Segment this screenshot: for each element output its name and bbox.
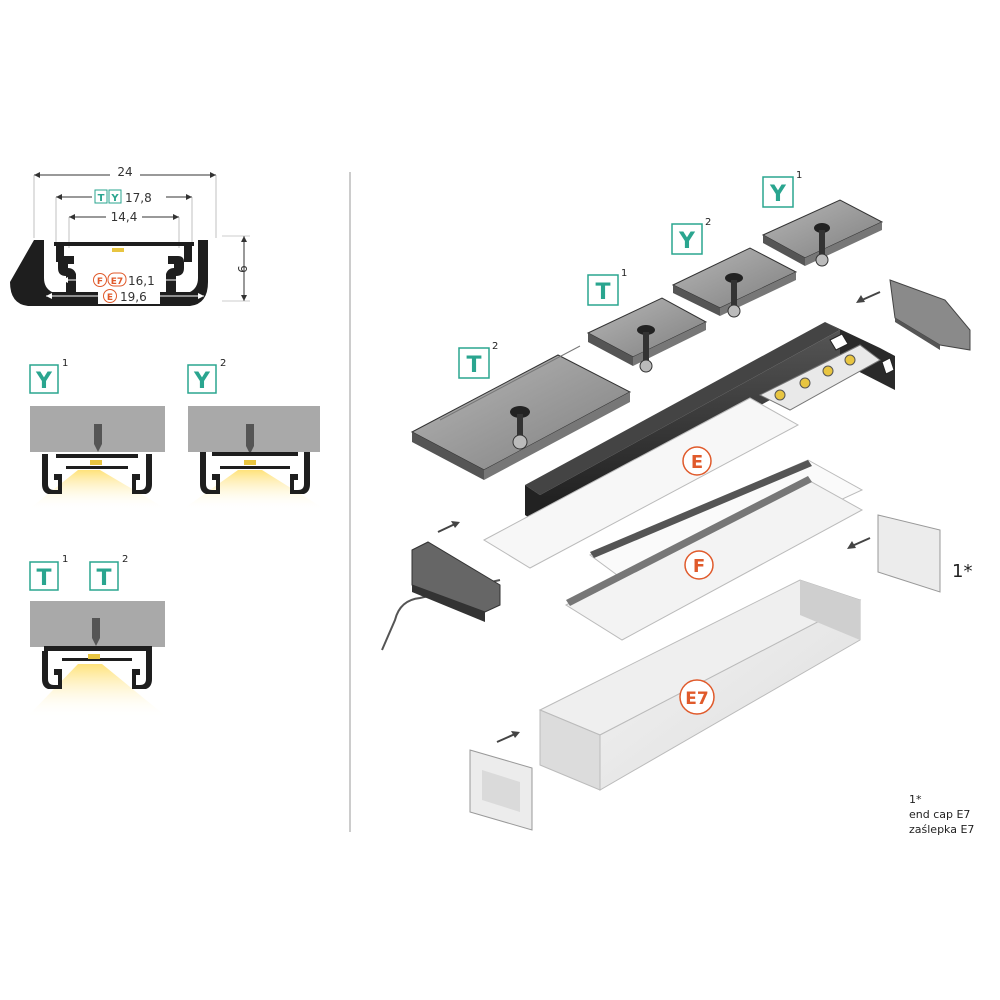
tag-exp-y2-text: Y <box>678 229 696 254</box>
badge-y-small-text: Y <box>110 193 119 204</box>
profile-t <box>42 646 152 689</box>
footnote-line-pl: zaślepka E7 <box>909 823 974 836</box>
mount-y1: Y 1 <box>28 358 168 510</box>
dim-width-fe7: 16,1 <box>128 274 155 288</box>
diffuser-f: F <box>564 459 864 641</box>
light-t <box>26 664 168 718</box>
dim-width-e: 19,6 <box>120 290 147 304</box>
tag-t2-text: T <box>96 566 111 591</box>
screw-y2 <box>246 424 254 454</box>
badge-y-small <box>108 189 122 204</box>
tag-y1-text: Y <box>35 369 53 394</box>
footnote-line-en: end cap E7 <box>909 808 970 821</box>
tag-y2 <box>187 364 217 394</box>
diffuser-e7: E7 <box>538 579 862 791</box>
tag-y1 <box>29 364 59 394</box>
tag-exp-t2 <box>458 347 490 379</box>
clip-t2: T 2 <box>410 341 632 480</box>
badge-e-small <box>103 289 117 303</box>
badge-f-small <box>93 273 107 287</box>
badge-e7-small-text: E7 <box>111 277 123 287</box>
dim-width-inner: 14,4 <box>111 210 138 224</box>
light-y1 <box>28 470 168 510</box>
tag-y2-sup: 2 <box>220 358 226 369</box>
tag-t2 <box>89 561 119 591</box>
profile-y2 <box>200 452 310 494</box>
clip-y2: Y 2 <box>671 217 798 318</box>
cap-label: 1* <box>952 561 972 582</box>
tag-exp-t1-text: T <box>595 280 610 305</box>
tag-exp-f <box>684 550 714 580</box>
light-y2 <box>182 470 326 510</box>
tag-exp-y2-sup: 2 <box>705 217 711 228</box>
footnote: 1* end cap E7 zaślepka E7 <box>909 793 974 836</box>
mount-y2: Y 2 <box>182 358 326 510</box>
tag-exp-e7 <box>679 679 715 715</box>
tag-t1-text: T <box>36 566 51 591</box>
dim-width-total: 24 <box>117 165 132 179</box>
tag-exp-y1-sup: 1 <box>796 170 802 181</box>
clip-y1: Y 1 <box>761 170 884 267</box>
mount-t: T 1 T 2 <box>26 554 168 718</box>
tag-exp-e-text: E <box>691 452 703 473</box>
tag-exp-e <box>682 446 712 476</box>
profile-y1 <box>42 454 152 494</box>
badge-f-small-text: F <box>97 277 103 287</box>
tag-exp-t2-text: T <box>466 353 481 378</box>
end-cap-e7-left <box>469 731 533 831</box>
dim-height: 9 <box>235 265 249 273</box>
tag-exp-f-text: F <box>693 556 705 577</box>
clip-t1: T 1 <box>586 268 708 373</box>
dim-width-ty: 17,8 <box>125 191 152 205</box>
tag-exp-e7-text: E7 <box>685 689 708 709</box>
tag-exp-t2-sup: 2 <box>492 341 498 352</box>
tag-t2-sup: 2 <box>122 554 128 565</box>
led-strip-section <box>112 248 124 252</box>
tag-exp-t1-sup: 1 <box>621 268 627 279</box>
tag-exp-y1-text: Y <box>769 182 787 207</box>
end-cap-e7-right: 1* <box>847 514 972 593</box>
cross-section-drawing: 24 T Y 17,8 14,4 F E7 16,1 <box>10 165 250 306</box>
badge-e7-small <box>107 272 127 287</box>
tag-t1 <box>29 561 59 591</box>
badge-t-small <box>94 189 108 204</box>
screw-t <box>92 618 100 646</box>
footnote-mark: 1* <box>909 793 922 806</box>
tag-t1-sup: 1 <box>62 554 68 565</box>
diffuser-e: E <box>482 397 800 569</box>
screw-y1 <box>94 424 102 452</box>
badge-t-small-text: T <box>98 193 105 204</box>
end-cap-dark-right <box>856 279 971 351</box>
tag-exp-y1 <box>762 176 794 208</box>
end-cap-cable-left <box>381 521 501 651</box>
tag-y1-sup: 1 <box>62 358 68 369</box>
tag-exp-t1 <box>587 274 619 306</box>
tag-exp-y2 <box>671 223 703 255</box>
badge-e-small-text: E <box>107 293 113 303</box>
tag-y2-text: Y <box>193 369 211 394</box>
